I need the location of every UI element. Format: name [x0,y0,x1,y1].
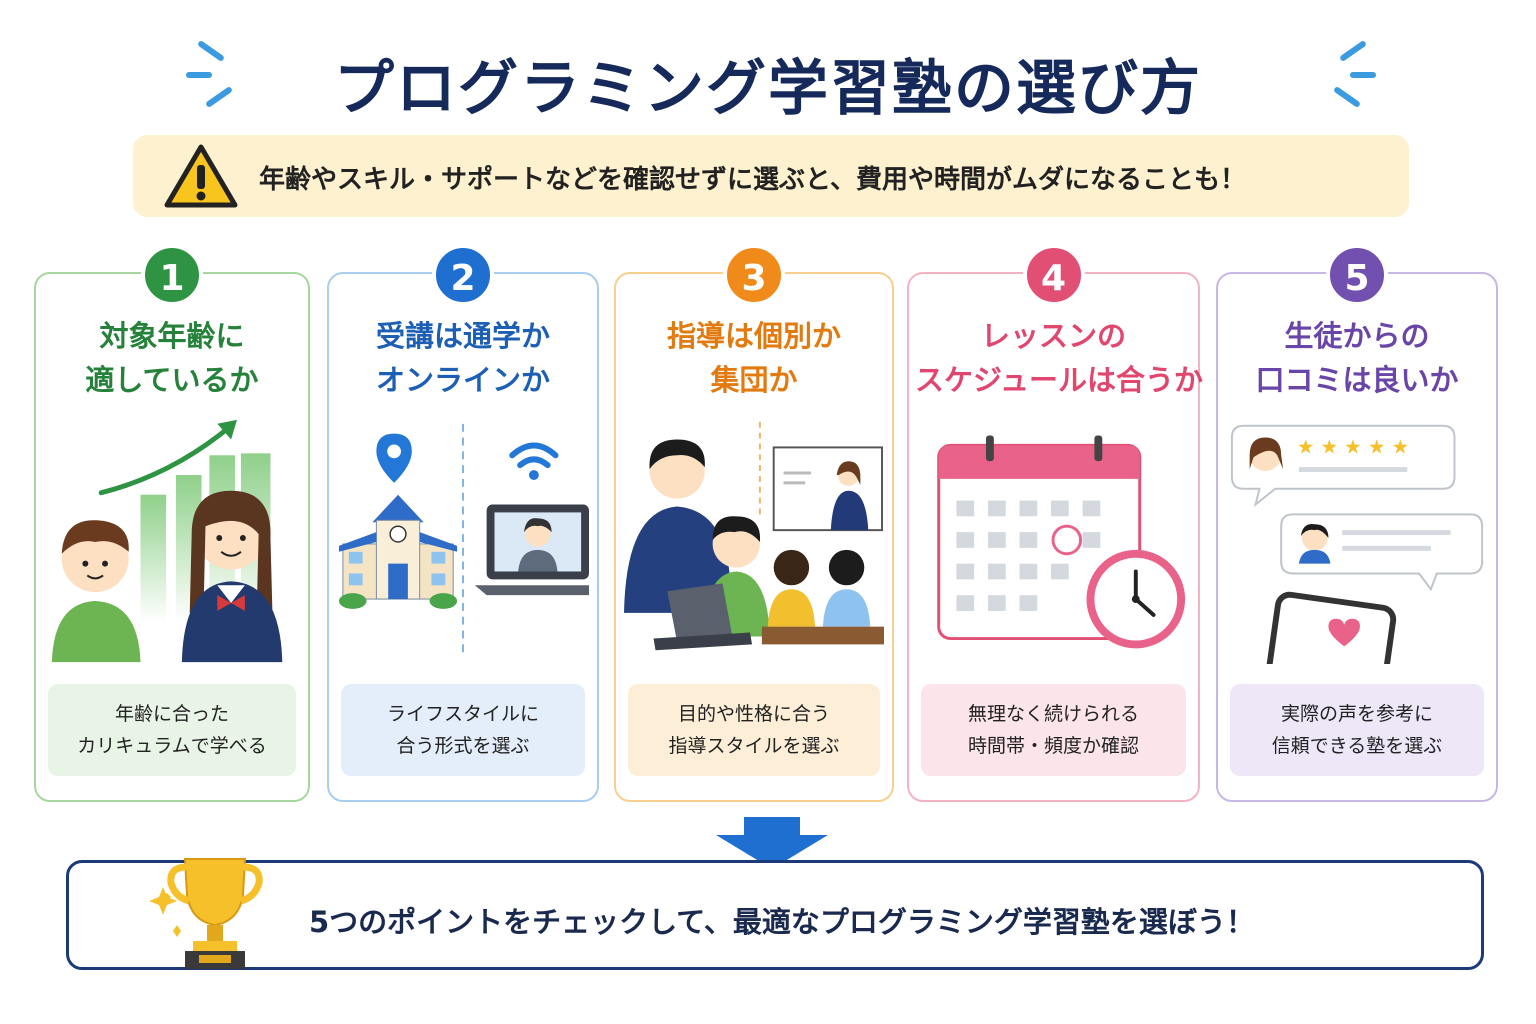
point-note: 年齢に合った カリキュラムで学べる [48,684,296,776]
point-title: レッスンの スケジュールは合うか [915,319,1203,397]
warning-triangle-icon [164,144,238,208]
point-card-age: 1 対象年齢に 適しているか [34,244,310,802]
reviews-icon: ★★★★★ [1226,414,1488,699]
svg-text:★: ★ [1297,435,1315,458]
svg-text:★: ★ [1368,435,1386,458]
calendar-clock-icon [917,414,1190,664]
svg-text:★: ★ [1321,435,1339,458]
growth-chart-children-icon [44,414,300,664]
warning-text: 年齢やスキル・サポートなどを確認せずに選ぶと、費用や時間がムダになることも！ [259,165,1246,195]
sparkle-left-mid-icon [186,72,212,78]
conclusion-text: 5つのポイントをチェックして、最適なプログラミング学習塾を選ぼう！ [309,905,1255,939]
point-note: 無理なく続けられる 時間帯・頻度か確認 [921,684,1186,776]
point-note: 目的や性格に合う 指導スタイルを選ぶ [628,684,880,776]
point-title: 受講は通学か オンラインか [375,319,550,397]
down-arrow-icon [716,817,828,869]
point-card-teaching-style: 3 指導は個別か 集団か [614,244,894,802]
point-note: ライフスタイルに 合う形式を選ぶ [341,684,585,776]
title-area: プログラミング学習塾の選び方 [0,30,1536,126]
point-title: 対象年齢に 適しているか [85,319,259,397]
point-number-badge: 5 [1326,244,1388,306]
point-card-reviews: 5 生徒からの 口コミは良いか ★★★★★ 実際の声を参考に 信 [1216,244,1498,802]
point-number-badge: 4 [1022,244,1085,306]
school-and-laptop-icon [337,414,601,664]
conclusion-banner: 5つのポイントをチェックして、最適なプログラミング学習塾を選ぼう！ [66,858,1484,970]
warning-banner: 年齢やスキル・サポートなどを確認せずに選ぶと、費用や時間がムダになることも！ [133,135,1409,217]
point-number-badge: 2 [432,244,494,306]
sparkle-right-mid-icon [1350,72,1376,78]
point-card-format: 2 受講は通学か オンラインか [327,244,601,802]
point-title: 生徒からの 口コミは良いか [1255,319,1459,397]
page-title: プログラミング学習塾の選び方 [334,54,1202,124]
point-number-badge: 3 [723,244,785,306]
point-title: 指導は個別か 集団か [666,319,841,397]
point-note: 実際の声を参考に 信頼できる塾を選ぶ [1230,684,1484,776]
svg-text:★: ★ [1391,435,1409,458]
trophy-icon [149,858,263,969]
svg-text:★: ★ [1344,435,1362,458]
point-card-schedule: 4 レッスンの スケジュールは合うか 無理なく続けられる 時間帯・頻度か確認 [907,244,1203,802]
teacher-students-icon [624,414,884,664]
point-number-badge: 1 [141,244,203,306]
